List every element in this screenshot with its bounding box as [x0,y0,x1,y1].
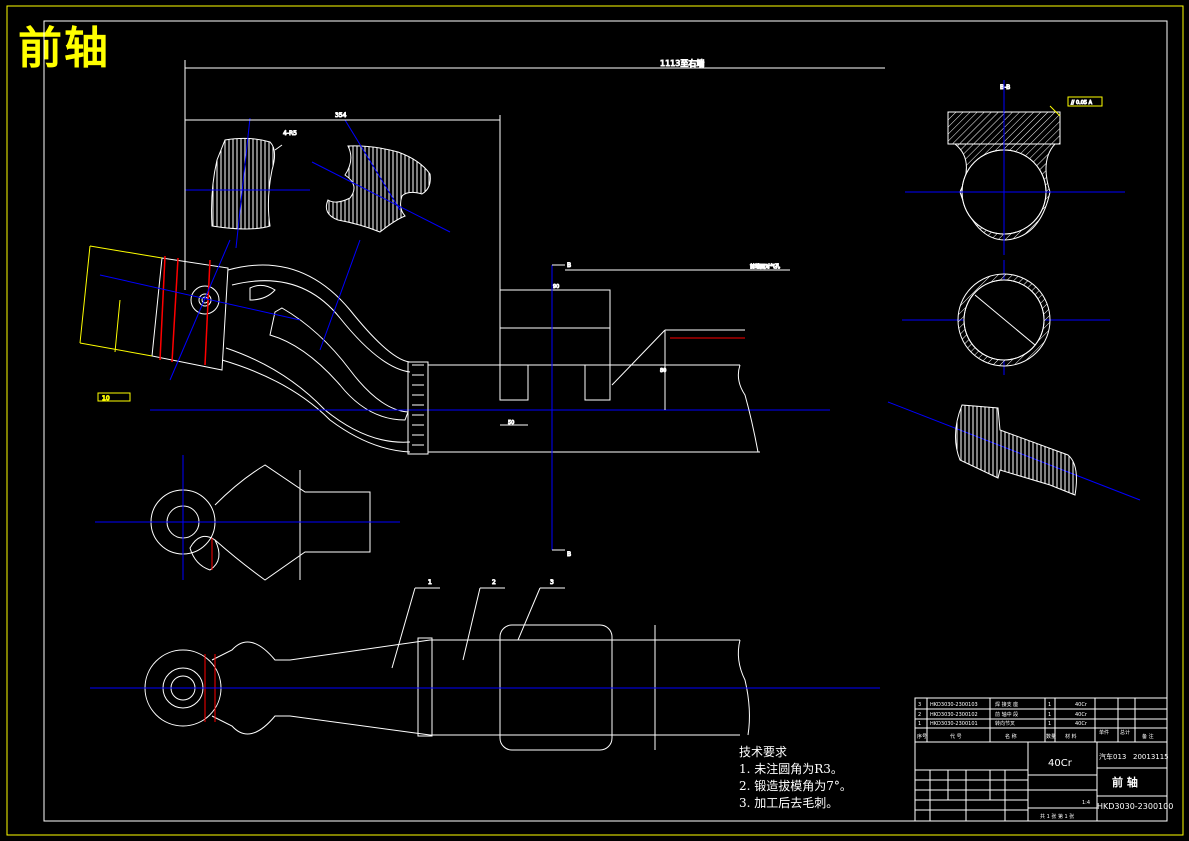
eye-centerlines [95,455,400,580]
inner-frame [43,20,1168,822]
bom-header: 单件 [1099,729,1109,736]
bom-header: 数量 [1046,733,1056,740]
section-b-bottom: B [567,551,571,558]
dim-354: 354 [335,112,347,119]
bom-header: 备 注 [1142,733,1154,740]
tb-part-name: 前 轴 [1112,775,1138,789]
tb-sheet: 共 1 张 第 1 张 [1040,813,1074,820]
overall-dimension: 1113至右端 354 [184,58,885,290]
dim-radius: 4-R5 [283,130,297,137]
bom-header: 序号 [917,733,927,740]
bom-material: 40Cr [1075,721,1088,727]
dim-10: 10 [102,395,110,402]
bom-header: 材 料 [1065,733,1077,740]
bom-code: HKD3030-2300103 [930,702,978,708]
tech-item: 2. 锻造拔模角为7°。 [739,779,852,793]
bom-no: 3 [918,702,921,708]
title-block [914,697,1168,822]
bom-material: 40Cr [1075,712,1088,718]
tech-item: 1. 未注圆角为R3。 [739,762,843,776]
dim-50: 50 [508,420,514,426]
title-block-text: 40Cr 汽车013 20013115 前 轴 HKD3030-2300100 … [1040,752,1173,820]
section-views-top: 4-R5 [211,130,431,233]
balloon-2: 2 [492,579,496,586]
bom-material: 40Cr [1075,702,1088,708]
bom-name: 前 轴中 段 [995,711,1018,718]
bom-qty: 1 [1048,702,1051,708]
section-bar [955,404,1077,496]
dim-90: 90 [553,284,559,290]
datum-box: 10 [97,392,131,403]
bom-no: 2 [918,712,921,718]
bom-qty: 1 [1048,721,1051,727]
section-bb-label: B-B [1000,84,1010,91]
bom-no: 1 [918,721,921,727]
balloon-1: 1 [428,579,432,586]
bom-header: 名 称 [1005,733,1017,740]
tb-material: 40Cr [1048,758,1073,769]
section-tube [957,273,1051,367]
tb-date-code: 20013115 [1133,753,1169,761]
tech-item: 3. 加工后去毛刺。 [739,796,839,810]
section-b-top: B [567,262,571,269]
main-fork-view [79,245,411,453]
technical-requirements: 技术要求 1. 未注圆角为R3。 2. 锻造拔模角为7°。 3. 加工后去毛刺。 [739,744,852,812]
bom-rows: 3 HKD3030-2300103 焊 接支 座 1 40Cr 2 HKD303… [917,701,1154,740]
section-b: B B 前端面对气孔 90 80 50 [500,262,790,559]
section-bb: B-B // 0.05 A [947,84,1103,241]
tolerance-frame: // 0.05 A [1071,100,1093,106]
fork-centerlines [99,239,830,411]
balloon-3: 3 [550,579,554,586]
plan-view: 1 2 3 [144,579,750,751]
centerlines-top [185,117,451,249]
dim-80: 80 [660,368,666,374]
tb-school: 汽车013 [1099,752,1126,761]
outer-frame [6,5,1184,836]
bom-code: HKD3030-2300102 [930,712,978,718]
bom-qty: 1 [1048,712,1051,718]
dim-overall: 1113至右端 [660,58,704,68]
bom-name: 焊 接支 座 [995,701,1018,708]
bom-code: HKD3030-2300101 [930,721,978,727]
bom-header: 代 号 [950,733,962,740]
bom-name: 转向节叉 [995,720,1015,727]
note-right: 前端面对气孔 [750,263,780,270]
tb-scale: 1:4 [1082,800,1090,806]
bom-header: 总计 [1120,729,1130,736]
beam-body [407,289,760,455]
tech-heading: 技术要求 [739,745,788,759]
tb-drawing-no: HKD3030-2300100 [1097,802,1173,811]
drawing-title: 前轴 [18,23,110,74]
